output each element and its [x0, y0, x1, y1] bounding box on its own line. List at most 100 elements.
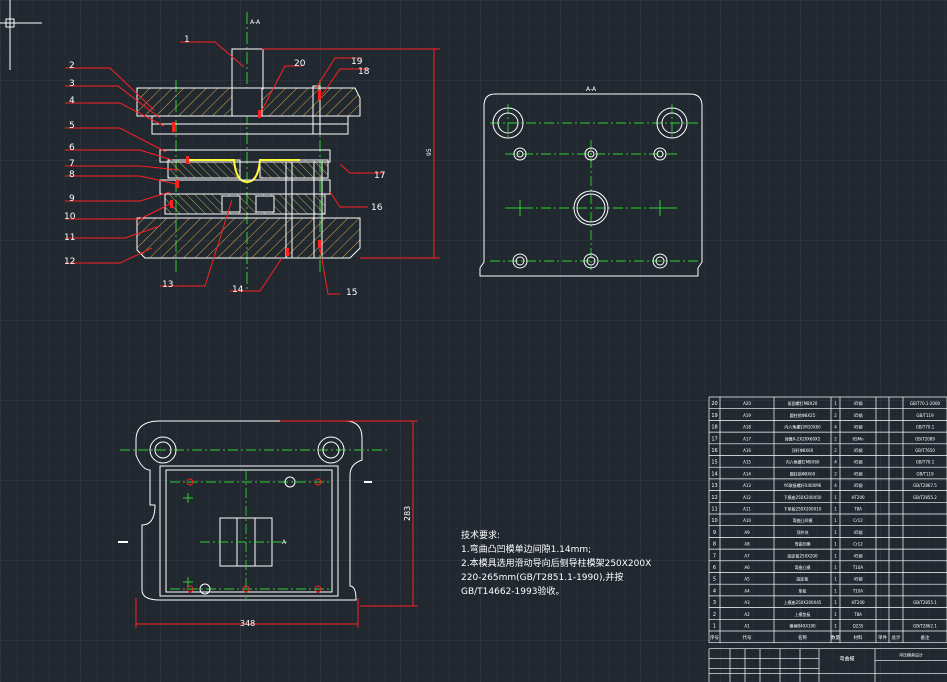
bom-cell: 弹簧A-2X20X60X2 — [785, 435, 821, 441]
bom-cell: A17 — [743, 436, 751, 441]
bom-cell: 45钢 — [853, 552, 862, 558]
bom-cell: 1 — [834, 553, 837, 558]
bom-cell: 垫板 — [799, 587, 807, 593]
bom-cell: 45钢 — [853, 470, 862, 476]
bom-cell: 1 — [834, 401, 837, 406]
part-label-10: 10 — [64, 212, 76, 222]
bom-cell: 1 — [834, 542, 837, 547]
bom-cell: 3 — [713, 600, 716, 606]
bom-cell: 16 — [711, 448, 717, 454]
bom-cell: A18 — [743, 425, 751, 430]
bom-cell: 下模座250X200X50 — [784, 494, 822, 500]
bom-cell: T10A — [852, 588, 864, 593]
bom-cell: 45钢 — [853, 529, 862, 535]
part-label-2: 2 — [69, 61, 75, 71]
bom-cell: A16 — [743, 448, 751, 453]
bom-header-cell: 总计 — [892, 634, 901, 641]
bom-cell: GB/T119 — [916, 471, 934, 476]
bom-cell: GB/T7650 — [915, 448, 935, 453]
bom-cell: A19 — [743, 413, 751, 418]
part-label-18: 18 — [358, 67, 370, 77]
part-label-5: 5 — [69, 121, 75, 131]
bom-header-cell: 序号 — [710, 634, 719, 641]
section-mark-top: A-A — [250, 19, 261, 26]
bom-cell: 固定板 — [797, 576, 809, 582]
top-view[interactable]: A 348 283 — [118, 420, 418, 628]
bom-cell: A6 — [744, 565, 750, 570]
bom-cell: T10A — [852, 565, 864, 570]
part-label-1: 1 — [184, 35, 190, 45]
bom-cell: HT200 — [851, 600, 865, 605]
part-label-20: 20 — [294, 59, 306, 69]
tech-req-line-2: 2.本模具选用滑动导向后侧导柱模架250X200X — [461, 559, 652, 569]
bom-cell: 内六角螺钉M10X60 — [784, 424, 821, 430]
bom-cell: 1 — [834, 623, 837, 628]
technical-requirements: 技术要求: 1.弯曲凸凹模单边间隙1.14mm; 2.本模具选用滑动导向后侧导柱… — [461, 529, 651, 599]
tech-req-line-3: 220-265mm(GB/T2851.1-1990),并按 — [461, 573, 624, 583]
front-section-view[interactable]: A-A — [64, 12, 440, 298]
bom-cell: 模柄B40X100 — [789, 622, 816, 628]
bom-header-cell: 备注 — [921, 634, 930, 641]
part-label-6: 6 — [69, 143, 75, 153]
bom-cell: 1 — [713, 623, 716, 629]
bom-cell: 2 — [834, 413, 837, 418]
bom-cell: 圆柱销Φ8X60 — [790, 470, 816, 476]
bom-cell: 9 — [713, 530, 716, 536]
bom-cell: GB/T119 — [916, 413, 934, 418]
bom-cell: 下垫板250X200X10 — [784, 505, 822, 511]
bom-cell: 45钢 — [853, 576, 862, 582]
bom-cell: A10 — [743, 518, 751, 523]
width-dimension-label: 348 — [240, 619, 255, 628]
bom-cell: 45钢 — [853, 412, 862, 418]
title-block-project: 冲压模具设计 — [899, 652, 923, 658]
bom-cell: 12 — [711, 495, 717, 501]
bom-cell: T8A — [853, 612, 862, 617]
bom-cell: GB/T2867.5 — [913, 483, 937, 488]
part-label-4: 4 — [69, 96, 75, 106]
bom-cell: 13 — [711, 483, 717, 489]
bom-header-cell: 材料 — [854, 634, 863, 641]
top-view-side-mark: A — [282, 539, 287, 546]
bom-cell: A4 — [744, 588, 750, 593]
height-dimension-label: 95 — [426, 148, 433, 156]
bom-cell: 8 — [713, 542, 716, 548]
bom-cell: Cr12 — [853, 518, 863, 523]
bom-cell: 1 — [834, 518, 837, 523]
bom-cell: 1 — [834, 612, 837, 617]
bom-cell: 1 — [834, 495, 837, 500]
bom-cell: 紧固螺钉M8X20 — [788, 400, 818, 406]
bom-cell: 2 — [834, 471, 837, 476]
part-label-7: 7 — [69, 159, 75, 169]
bom-cell: 45钢 — [853, 459, 862, 465]
bom-header-cell: 数量 — [831, 634, 840, 641]
bom-cell: Y6联接螺杆X40XM6 — [783, 482, 822, 488]
title-block-drawing-name: 弯曲模 — [839, 656, 854, 663]
bom-cell: A7 — [744, 553, 750, 558]
bom-cell: 弯曲凹模 — [795, 541, 811, 547]
bom-cell: 18 — [711, 425, 717, 431]
bom-cell: 内六角螺钉M8X60 — [786, 459, 820, 465]
bom-cell: 45钢 — [853, 424, 862, 430]
bom-header-cell: 代号 — [743, 634, 752, 641]
tech-req-line-4: GB/T14662-1993验收。 — [461, 587, 565, 597]
bom-cell: 顶杆Φ8X60 — [792, 447, 814, 453]
bom-cell: A13 — [743, 483, 751, 488]
part-label-13: 13 — [162, 280, 173, 290]
bom-cell: Cr12 — [853, 542, 863, 547]
part-label-14: 14 — [232, 285, 244, 295]
bom-cell: 6 — [713, 565, 716, 571]
bom-cell: A15 — [743, 460, 751, 465]
bom-cell: A14 — [743, 471, 751, 476]
side-view[interactable]: A-A — [479, 86, 703, 277]
bom-cell: GB/T2862.1 — [913, 623, 937, 628]
bom-cell: A20 — [743, 401, 751, 406]
part-label-8: 8 — [69, 170, 75, 180]
bom-cell: 19 — [711, 413, 717, 419]
bom-cell: 1 — [834, 588, 837, 593]
bom-cell: 45钢 — [853, 400, 862, 406]
part-label-15: 15 — [346, 288, 357, 298]
section-mark-side: A-A — [586, 86, 597, 93]
bom-cell: 5 — [713, 577, 716, 583]
